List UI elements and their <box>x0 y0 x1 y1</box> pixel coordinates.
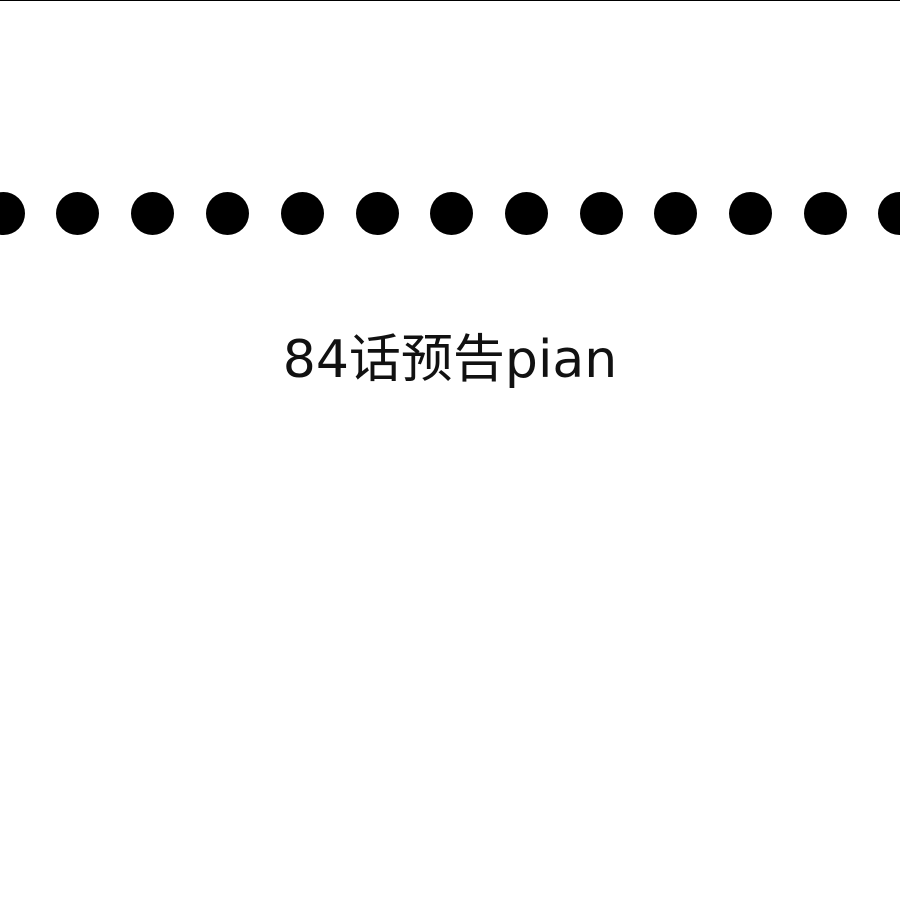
filled-circle-icon <box>130 192 174 235</box>
filled-circle-icon <box>579 192 623 235</box>
filled-circle-icon <box>504 192 548 235</box>
filled-circle-icon <box>0 192 25 235</box>
episode-preview-title: 84话预告pian <box>282 330 618 390</box>
filled-circle-icon <box>803 192 847 235</box>
filled-circle-icon <box>280 192 324 235</box>
dot-border-row <box>0 192 900 236</box>
filled-circle-icon <box>355 192 399 235</box>
top-divider <box>0 0 900 1</box>
filled-circle-icon <box>877 192 900 235</box>
filled-circle-icon <box>653 192 697 235</box>
filled-circle-icon <box>728 192 772 235</box>
filled-circle-icon <box>205 192 249 235</box>
filled-circle-icon <box>429 192 473 235</box>
filled-circle-icon <box>55 192 99 235</box>
